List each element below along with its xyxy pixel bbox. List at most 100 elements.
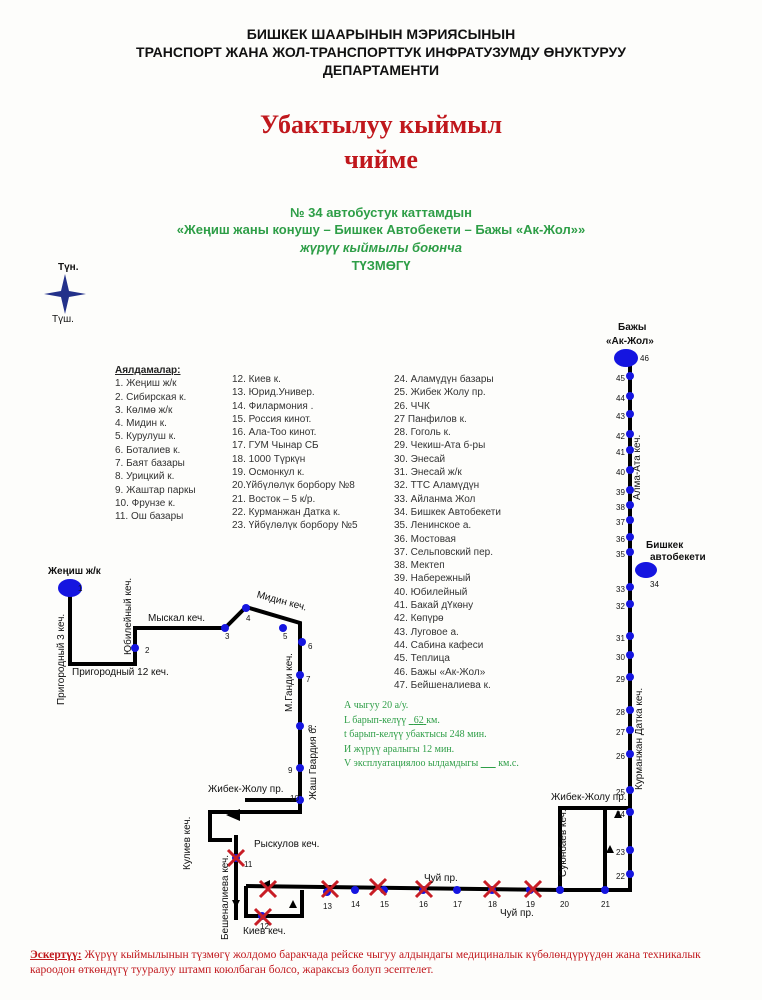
stop-list-item: 2. Сибирская к. <box>115 391 187 403</box>
stop-list-item: 22. Курманжан Датка к. <box>232 506 341 518</box>
stat-length: L барып-келүү 62 км. <box>344 714 440 726</box>
stop-marker-30 <box>626 651 634 659</box>
stop-list-item: 28. Гоголь к. <box>394 427 451 439</box>
stat-vehicles: А чыгуу 20 а/у. <box>344 700 409 711</box>
closed-stop-cross <box>482 879 502 899</box>
stop-marker-8 <box>296 722 304 730</box>
header-line-1: БИШКЕК ШААРЫНЫН МЭРИЯСЫНЫН <box>246 26 516 42</box>
label-bishkek-avto-1: Бишкек <box>646 540 684 551</box>
stop-list-item: 15. Россия кинот. <box>232 413 312 425</box>
stop-number: 8 <box>308 724 313 733</box>
stop-marker-27 <box>626 726 634 734</box>
stop-marker-24 <box>626 808 634 816</box>
stat-speed: V эксплуатациялоо ылдамдыгы км.с. <box>344 758 519 769</box>
closed-stop-cross <box>258 879 278 899</box>
label-almaata: Алма-Ата кеч. <box>632 434 643 500</box>
stop-number: 31 <box>616 634 625 643</box>
stop-marker-32 <box>626 600 634 608</box>
label-gandi: М.Ганди кеч. <box>284 653 295 712</box>
stop-number: 24 <box>616 810 625 819</box>
page-title-2: чийме <box>344 145 418 174</box>
stop-number: 27 <box>616 728 625 737</box>
closed-stop-cross <box>368 877 388 897</box>
header-line-2: ТРАНСПОРТ ЖАНА ЖОЛ-ТРАНСПОРТТУК ИНФРАТУЗ… <box>136 44 626 60</box>
stop-list-item: 25. Жибек Жолу пр. <box>394 387 486 399</box>
stop-number: 12 <box>260 922 269 931</box>
stop-number: 40 <box>616 468 625 477</box>
stop-list-item: 14. Филармония . <box>232 400 314 412</box>
stop-list-item: 7. Баят базары <box>115 458 185 470</box>
label-beishenalieva: Бешеналиева кеч. <box>220 854 231 940</box>
stop-list-item: 35. Ленинское а. <box>394 520 472 532</box>
compass-north-label: Түн. <box>58 262 79 273</box>
stop-list-item: 32. ТТС Аламүдүн <box>394 480 480 492</box>
stop-number: 10 <box>290 794 299 803</box>
stop-list-item: 45. Теплица <box>394 653 450 665</box>
stop-number: 18 <box>488 900 497 909</box>
label-myskal: Мыскал кеч. <box>148 613 205 624</box>
stop-number: 4 <box>246 614 251 623</box>
stop-list-item: 5. Курулуш к. <box>115 431 176 443</box>
page-title-1: Убактылуу кыймыл <box>259 110 503 139</box>
stop-marker-31 <box>626 632 634 640</box>
stop-marker-39 <box>626 486 634 494</box>
stop-number: 5 <box>283 632 288 641</box>
stop-list-item: 30. Энесай <box>394 453 446 465</box>
stop-marker-35 <box>626 548 634 556</box>
stop-number: 29 <box>616 675 625 684</box>
stop-marker-1 <box>58 579 82 597</box>
stop-list-item: 18. 1000 Түркүн <box>232 453 306 465</box>
stop-number: 1 <box>78 584 83 593</box>
stop-marker-36 <box>626 533 634 541</box>
stop-number: 3 <box>225 632 230 641</box>
stop-number: 19 <box>526 900 535 909</box>
stop-list-item: 44. Сабина кафеси <box>394 639 484 651</box>
stop-number: 43 <box>616 412 625 421</box>
label-kiev: Киев кеч. <box>243 926 286 937</box>
stop-number: 16 <box>419 900 428 909</box>
stop-list-item: 1. Жеңиш ж/к <box>115 378 177 390</box>
stop-list-item: 16. Ала-Тоо кинот. <box>232 427 317 439</box>
stop-list-item: 12. Киев к. <box>232 374 281 385</box>
stop-number: 9 <box>288 766 293 775</box>
compass-icon <box>44 274 86 314</box>
stop-number: 42 <box>616 432 625 441</box>
stop-marker-6 <box>298 638 306 646</box>
stop-number: 45 <box>616 374 625 383</box>
stop-number: 7 <box>306 675 311 684</box>
stop-list-item: 36. Мостовая <box>394 533 456 545</box>
closed-stop-cross <box>226 848 246 868</box>
stop-number: 44 <box>616 394 625 403</box>
stop-number: 21 <box>601 900 610 909</box>
stop-list-item: 13. Юрид.Универ. <box>232 387 315 399</box>
stop-marker-4 <box>242 604 250 612</box>
label-bishkek-avto-2: автобекети <box>650 552 706 563</box>
subtitle-2: «Жеңиш жаны конушу – Бишкек Автобекети –… <box>176 222 586 237</box>
stop-marker-2 <box>131 644 139 652</box>
stop-marker-43 <box>626 410 634 418</box>
stop-marker-3 <box>221 624 229 632</box>
stop-number: 13 <box>323 902 332 911</box>
stop-list-item: 43. Луговое а. <box>394 626 459 638</box>
stop-marker-45 <box>626 372 634 380</box>
stop-list-item: 9. Жаштар паркы <box>115 484 196 496</box>
label-ryskulov: Рыскулов кеч. <box>254 839 320 850</box>
stop-marker-33 <box>626 583 634 591</box>
stop-number: 39 <box>616 488 625 497</box>
stop-list-item: 47. Бейшеналиева к. <box>394 679 491 691</box>
stop-number: 17 <box>453 900 462 909</box>
stop-marker-44 <box>626 392 634 400</box>
stops-legend-col2: 12. Киев к. 13. Юрид.Универ.14. Филармони… <box>232 373 358 533</box>
stop-marker-25 <box>626 786 634 794</box>
stop-marker-21 <box>601 886 609 894</box>
stop-list-item: 33. Айланма Жол <box>394 493 476 505</box>
stop-marker-37 <box>626 516 634 524</box>
stop-list-item: 40. Юбилейный <box>394 586 468 598</box>
stop-number: 20 <box>560 900 569 909</box>
stat-interval: И жүрүү аралыгы 12 мин. <box>344 743 455 755</box>
stop-marker-7 <box>296 671 304 679</box>
stop-number: 23 <box>616 848 625 857</box>
stop-number: 14 <box>351 900 360 909</box>
stop-list-item: 4. Мидин к. <box>115 418 167 430</box>
